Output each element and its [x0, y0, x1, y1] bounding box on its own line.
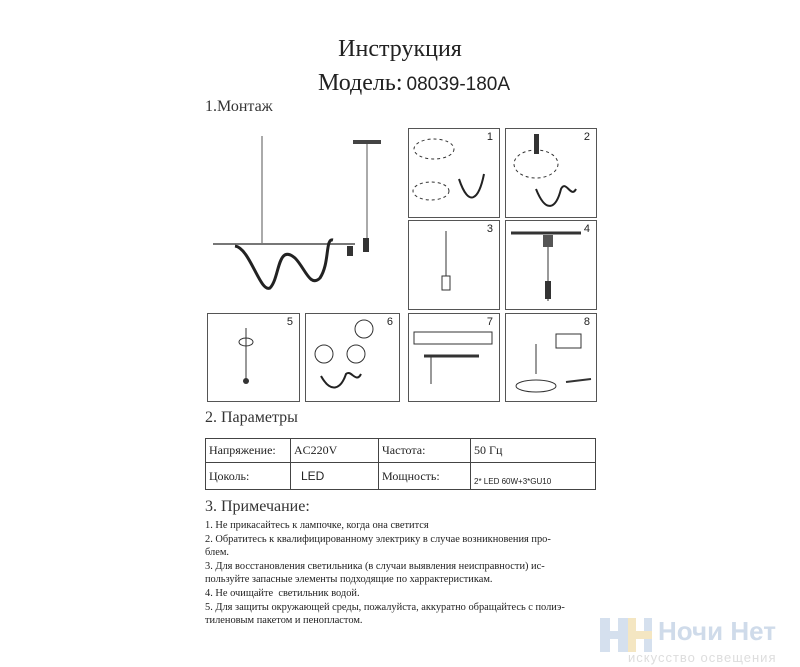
note-line: блем.: [205, 547, 229, 559]
table-cell: 2* LED 60W+3*GU10: [470, 462, 596, 490]
table-row: Напряжение: AC220V Частота: 50 Гц: [205, 438, 596, 463]
logo-tagline: искусство освещения: [628, 650, 777, 665]
panel-step-3: 3: [408, 220, 500, 310]
table-cell: Цоколь:: [205, 462, 291, 490]
logo-mark-icon: [600, 618, 652, 652]
note-line: 4. Не очищайте светильник водой.: [205, 587, 360, 599]
section-notes-heading: 3. Примечание:: [205, 498, 310, 515]
panel-step-5: 5: [207, 313, 300, 402]
note-line: 3. Для восстановления светильника (в слу…: [205, 560, 545, 572]
note-line: 1. Не прикасайтесь к лампочке, когда она…: [205, 520, 429, 531]
panel-step-2: 2: [505, 128, 597, 218]
model-label: Модель:: [318, 70, 403, 96]
table-cell: Напряжение:: [205, 438, 291, 463]
note-line: 2. Обратитесь к квалифицированному элект…: [205, 533, 551, 545]
panel-step-6: 6: [305, 313, 400, 402]
params-table: Напряжение: AC220V Частота: 50 Гц Цоколь…: [205, 438, 596, 490]
panel-step-4: 4: [505, 220, 597, 310]
note-line: пользуйте запасные элементы подходящие п…: [205, 574, 493, 586]
panel-step-8: 8: [505, 313, 597, 402]
table-cell: Частота:: [378, 438, 471, 463]
note-line: тиленовым пакетом и пенопластом.: [205, 615, 363, 627]
note-line: 5. Для защиты окружающей среды, пожалуйс…: [205, 601, 565, 613]
model-line: Модель:08039-180A: [318, 70, 510, 97]
document-title: Инструкция: [338, 36, 462, 62]
panel-step-1: 1: [408, 128, 500, 218]
section-mount-heading: 1.Монтаж: [205, 98, 273, 115]
notes-list: 1. Не прикасайтесь к лампочке, когда она…: [205, 519, 605, 628]
watermark-logo: Ночи Нет искусство освещения: [598, 612, 800, 667]
table-cell: AC220V: [290, 438, 379, 463]
section-params-heading: 2. Параметры: [205, 409, 298, 426]
model-code: 08039-180A: [406, 74, 511, 95]
main-fixture-drawing: [213, 136, 381, 290]
panel-step-7: 7: [408, 313, 500, 402]
table-cell: Мощность:: [378, 462, 471, 490]
logo-name: Ночи Нет: [658, 616, 776, 646]
table-cell: LED: [290, 462, 379, 490]
table-cell: 50 Гц: [470, 438, 596, 463]
table-row: Цоколь: LED Мощность: 2* LED 60W+3*GU10: [205, 462, 596, 490]
